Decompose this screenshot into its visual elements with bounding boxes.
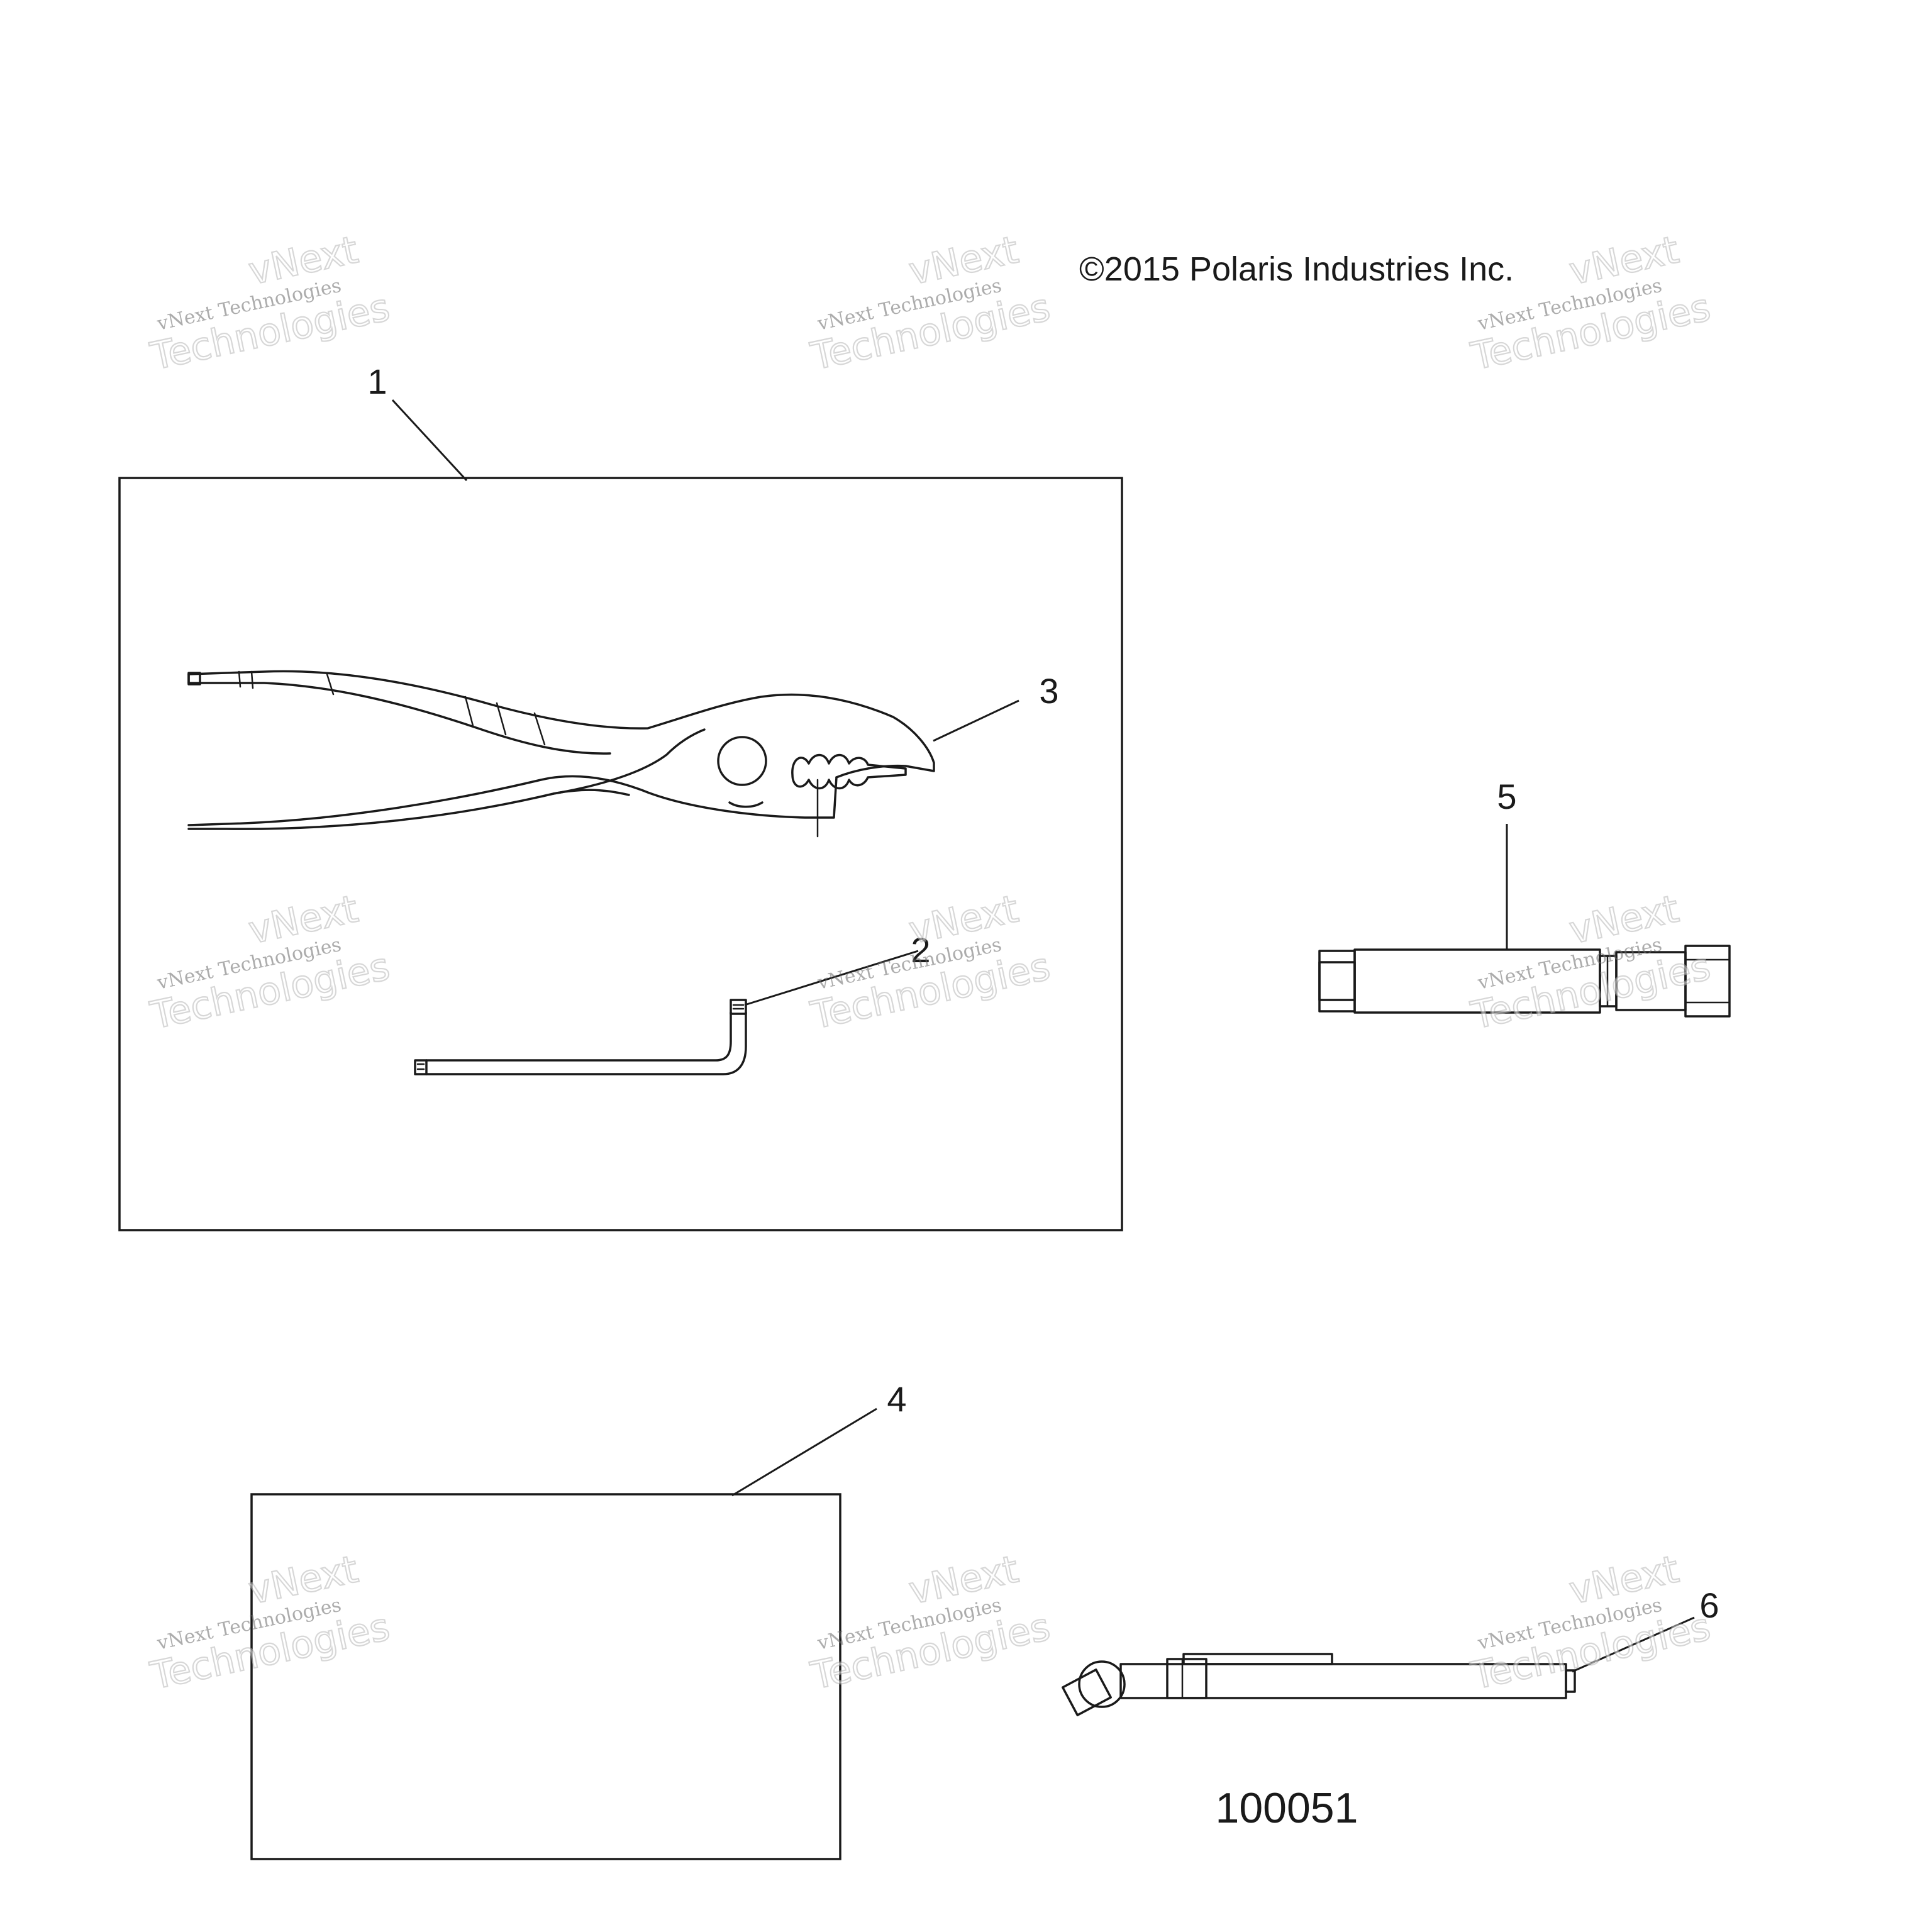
- leader-line-2: [744, 950, 919, 1006]
- callout-1: 1: [367, 362, 387, 401]
- leader-line-4: [731, 1407, 877, 1497]
- watermark-9: vNext vNext Technologies Technologies: [1467, 1546, 1715, 1699]
- copyright-text: ©2015 Polaris Industries Inc.: [1079, 250, 1514, 288]
- watermark-6: vNext vNext Technologies Technologies: [1467, 886, 1715, 1039]
- callout-3: 3: [1039, 671, 1058, 711]
- callout-6: 6: [1699, 1585, 1719, 1625]
- pouch-box: [250, 1493, 841, 1860]
- wrench-handle-icon: [1062, 1653, 1576, 1716]
- watermark-3: vNext vNext Technologies Technologies: [1467, 227, 1715, 380]
- figure-id: 100051: [1216, 1784, 1358, 1832]
- watermark-2: vNext vNext Technologies Technologies: [806, 227, 1055, 380]
- socket-extension-icon: [1318, 945, 1731, 1018]
- watermark-5: vNext vNext Technologies Technologies: [806, 886, 1055, 1039]
- watermark-4: vNext vNext Technologies Technologies: [146, 886, 394, 1039]
- leader-line-3: [933, 699, 1019, 742]
- hex-key-icon: [414, 999, 747, 1075]
- leader-line-1: [391, 399, 468, 482]
- callout-2: 2: [911, 930, 930, 970]
- pliers-icon: [187, 670, 935, 838]
- watermark-7: vNext vNext Technologies Technologies: [146, 1546, 394, 1699]
- watermark-8: vNext vNext Technologies Technologies: [806, 1546, 1055, 1699]
- leader-line-6: [1572, 1616, 1695, 1673]
- watermark-1: vNext vNext Technologies Technologies: [146, 227, 394, 380]
- tool-kit-box: [118, 477, 1123, 1231]
- callout-4: 4: [887, 1379, 906, 1419]
- callout-5: 5: [1497, 777, 1516, 816]
